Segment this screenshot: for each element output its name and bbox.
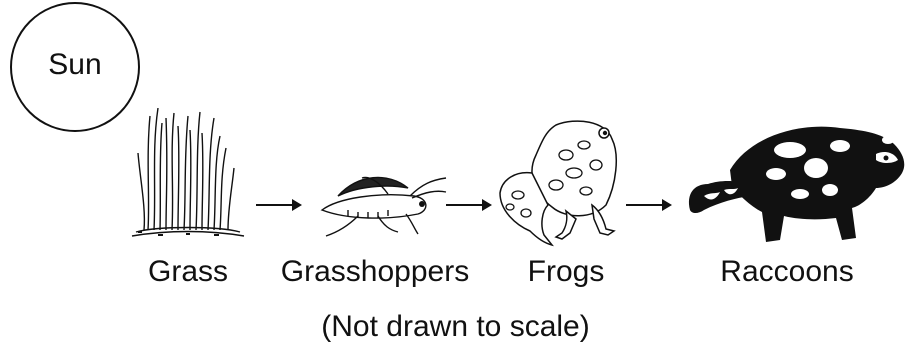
- organism-label-grasshoppers: Grasshoppers: [281, 255, 469, 289]
- arrow-icon: [626, 197, 672, 213]
- organism-label-frogs: Frogs: [528, 255, 605, 289]
- frog-icon: [496, 115, 626, 250]
- sun-circle: Sun: [10, 2, 140, 132]
- grasshopper-icon: [318, 170, 448, 240]
- arrow-icon: [446, 197, 492, 213]
- scale-note: (Not drawn to scale): [0, 310, 911, 344]
- arrow-icon: [256, 197, 302, 213]
- sun-label: Sun: [12, 48, 138, 82]
- organism-label-grass: Grass: [148, 255, 228, 289]
- grass-icon: [128, 108, 248, 243]
- raccoon-icon: [680, 110, 911, 250]
- organism-label-raccoons: Raccoons: [720, 255, 853, 289]
